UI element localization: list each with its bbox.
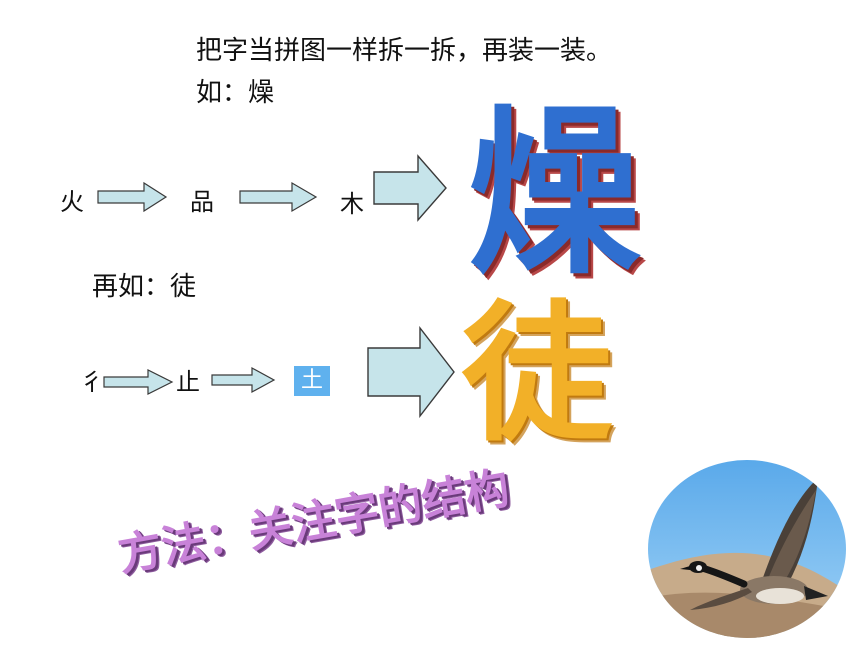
example2-part-zhi: 止	[176, 368, 200, 396]
example2-part-tu: 土	[294, 366, 330, 396]
flying-goose-image	[648, 460, 846, 638]
example2-part-chi: 彳	[80, 368, 104, 396]
example1-part-pin: 品	[190, 188, 214, 216]
arrow-icon	[239, 181, 318, 213]
big-arrow-icon	[367, 326, 455, 418]
goose-icon	[648, 460, 846, 638]
arrow-icon	[103, 369, 174, 395]
example1-part-fire: 火	[60, 188, 84, 216]
instruction-line-1: 把字当拼图一样拆一拆，再装一装。	[196, 36, 613, 66]
arrow-icon	[97, 181, 168, 213]
result-character-zao: 燥	[468, 87, 640, 299]
example2-intro: 再如：徒	[92, 272, 197, 302]
method-text: 方法：关注字的结构	[114, 462, 514, 582]
result-character-tu: 徒	[462, 288, 613, 462]
big-arrow-icon	[373, 154, 447, 222]
example1-part-wood: 木	[340, 190, 364, 218]
instruction-line-2: 如：燥	[196, 78, 275, 108]
arrow-icon	[211, 366, 276, 394]
